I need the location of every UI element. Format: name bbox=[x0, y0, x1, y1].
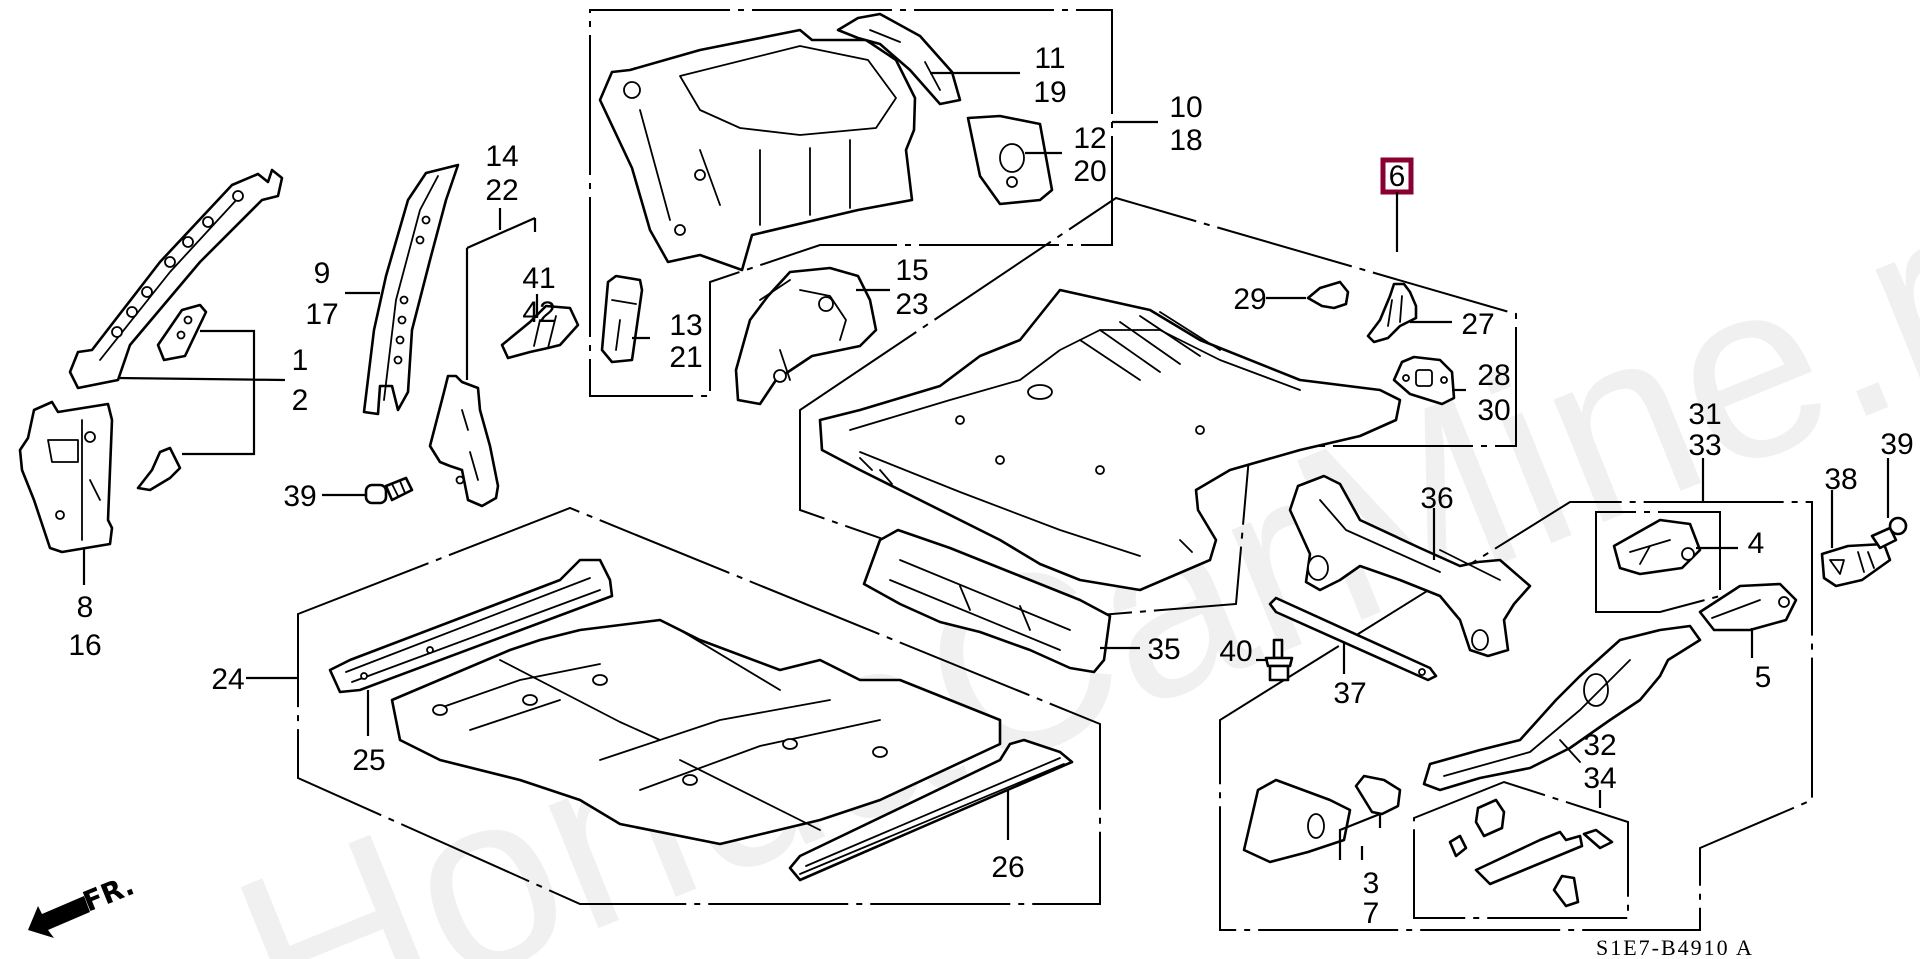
callout-label-2: 2 bbox=[292, 384, 309, 417]
callout-label-29: 29 bbox=[1233, 283, 1266, 316]
callout-label-5: 5 bbox=[1755, 661, 1772, 694]
part-floor-stiffener-37[interactable] bbox=[1268, 596, 1438, 682]
group-frame-10-18 bbox=[589, 9, 1113, 397]
leader-14-22 bbox=[465, 208, 537, 380]
callout-label-8: 8 bbox=[77, 591, 94, 624]
callout-label-31: 31 bbox=[1688, 398, 1721, 431]
part-floor-reinforcement-27[interactable] bbox=[1366, 282, 1418, 344]
callout-label-37: 37 bbox=[1333, 677, 1366, 710]
callout-label-28: 28 bbox=[1477, 359, 1510, 392]
callout-label-21: 21 bbox=[669, 341, 702, 374]
part-tow-hook-base-38[interactable] bbox=[1820, 542, 1892, 588]
diagram-code: S1E7-B4910 A bbox=[1596, 935, 1754, 959]
part-pillar-gusset[interactable] bbox=[136, 446, 182, 492]
leader-3-7 bbox=[1338, 812, 1382, 860]
part-middle-crossmember-35[interactable] bbox=[862, 528, 1112, 674]
part-center-pillar-lower[interactable] bbox=[428, 374, 500, 508]
part-rear-floor[interactable] bbox=[818, 288, 1402, 592]
callout-label-36: 36 bbox=[1420, 482, 1453, 515]
front-direction-indicator: FR. bbox=[28, 868, 139, 938]
part-floor-gusset-28-30[interactable] bbox=[1392, 355, 1456, 406]
part-bolt-39-left[interactable] bbox=[364, 476, 414, 505]
group-frame-4 bbox=[1595, 511, 1721, 613]
callout-label-26: 26 bbox=[991, 851, 1024, 884]
callout-label-42: 42 bbox=[522, 296, 555, 329]
part-frame-reinforcements[interactable] bbox=[1448, 798, 1614, 908]
part-frame-end-bracket-4[interactable] bbox=[1612, 518, 1702, 576]
callout-label-41: 41 bbox=[522, 262, 555, 295]
part-rear-inner-panel[interactable] bbox=[598, 28, 917, 272]
part-front-pillar-upper[interactable] bbox=[68, 168, 284, 390]
part-front-floor[interactable] bbox=[390, 618, 1002, 846]
callout-label-10: 10 bbox=[1169, 91, 1202, 124]
callout-label-13: 13 bbox=[669, 309, 702, 342]
part-rear-crossmember-36[interactable] bbox=[1288, 474, 1532, 658]
part-side-sill-extension[interactable] bbox=[600, 274, 644, 364]
callout-label-38: 38 bbox=[1824, 463, 1857, 496]
callout-label-35: 35 bbox=[1147, 633, 1180, 666]
part-sill-inner-right-26[interactable] bbox=[788, 738, 1074, 882]
front-direction-label: FR. bbox=[78, 868, 138, 918]
callout-label-17: 17 bbox=[305, 298, 338, 331]
callout-label-18: 18 bbox=[1169, 124, 1202, 157]
callout-label-32: 32 bbox=[1583, 729, 1616, 762]
callout-label-16: 16 bbox=[68, 629, 101, 662]
callout-label-39-left: 39 bbox=[283, 480, 316, 513]
part-pillar-bracket-small[interactable] bbox=[156, 303, 208, 362]
callout-label-7: 7 bbox=[1363, 897, 1380, 930]
callout-label-11: 11 bbox=[1034, 42, 1065, 75]
group-frame-32-34 bbox=[1413, 780, 1629, 919]
part-center-pillar-inner[interactable] bbox=[362, 163, 460, 416]
part-sill-inner-left-25[interactable] bbox=[328, 558, 614, 694]
part-flange-bolt-40[interactable] bbox=[1264, 638, 1294, 682]
callout-label-9: 9 bbox=[314, 257, 331, 290]
callout-label-14: 14 bbox=[485, 140, 518, 173]
part-frame-mount-bracket-3-7[interactable] bbox=[1242, 774, 1402, 864]
group-frame-31-33 bbox=[1219, 501, 1813, 931]
callout-label-27: 27 bbox=[1461, 308, 1494, 341]
part-floor-bracket-29[interactable] bbox=[1306, 280, 1350, 310]
callout-label-25: 25 bbox=[352, 744, 385, 777]
callout-label-34: 34 bbox=[1583, 762, 1616, 795]
callout-label-3: 3 bbox=[1363, 867, 1380, 900]
callout-label-15: 15 bbox=[895, 254, 928, 287]
part-rear-pillar-bracket[interactable] bbox=[966, 114, 1054, 206]
callout-label-19: 19 bbox=[1033, 76, 1066, 109]
callout-label-1: 1 bbox=[292, 344, 309, 377]
group-frame-24 bbox=[297, 506, 1101, 905]
callout-label-4: 4 bbox=[1748, 527, 1765, 560]
callout-label-30: 30 bbox=[1477, 394, 1510, 427]
callout-label-6[interactable]: 6 bbox=[1389, 160, 1406, 193]
callout-label-40: 40 bbox=[1219, 635, 1252, 668]
callout-label-20: 20 bbox=[1073, 155, 1106, 188]
callout-label-24: 24 bbox=[211, 663, 244, 696]
leader-1-2 bbox=[117, 329, 286, 456]
part-rear-pillar-upper[interactable] bbox=[836, 12, 962, 106]
callout-label-23: 23 bbox=[895, 288, 928, 321]
callout-label-12: 12 bbox=[1073, 122, 1106, 155]
callout-label-39-right: 39 bbox=[1880, 428, 1913, 461]
part-front-pillar-lower[interactable] bbox=[18, 400, 114, 554]
part-frame-extension-5[interactable] bbox=[1698, 582, 1798, 632]
callout-label-33: 33 bbox=[1688, 429, 1721, 462]
part-rear-wheelhouse[interactable] bbox=[734, 266, 878, 406]
part-rear-frame-32-34[interactable] bbox=[1422, 624, 1702, 792]
callout-label-22: 22 bbox=[485, 174, 518, 207]
part-bolt-39-right[interactable] bbox=[1870, 516, 1908, 550]
front-arrow-icon bbox=[28, 896, 90, 938]
